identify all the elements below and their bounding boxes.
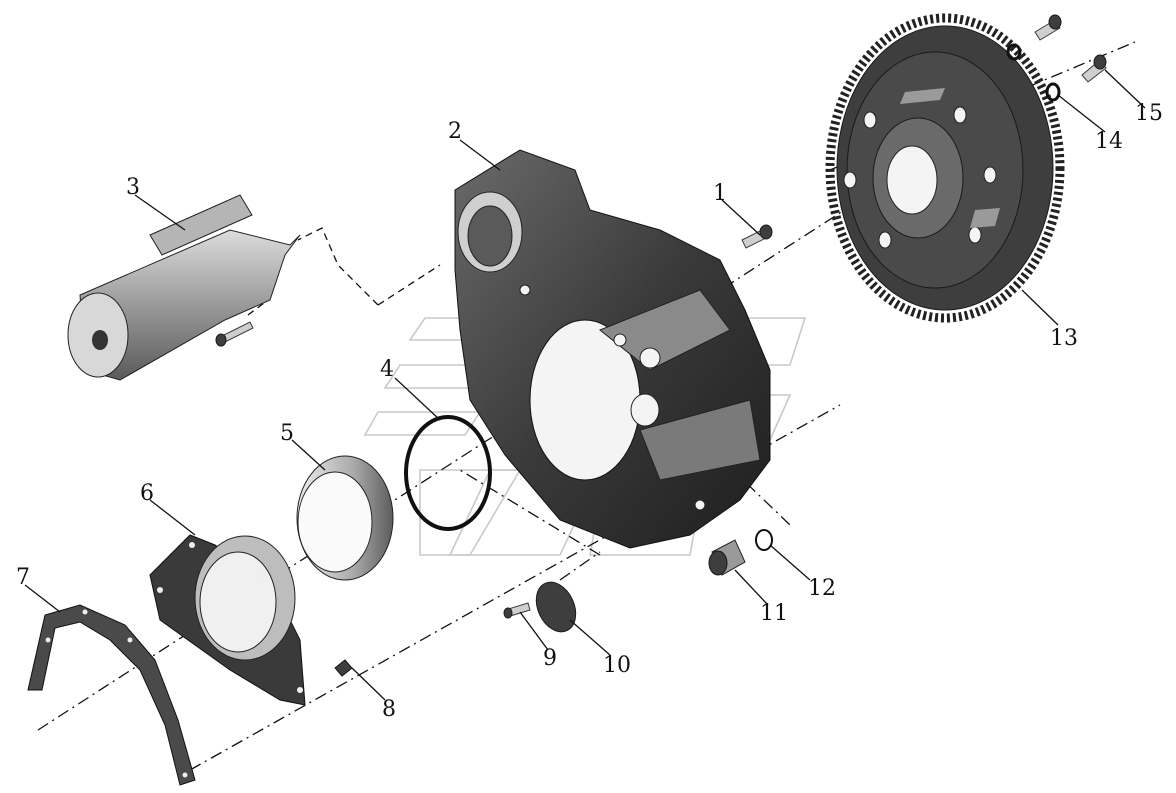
flywheel-ring-gear <box>825 13 1065 323</box>
flywheel-housing <box>454 149 771 549</box>
leader-lines <box>24 69 1146 701</box>
callout-14: 14 <box>1095 129 1123 154</box>
callout-4: 4 <box>380 357 394 382</box>
callout-6: 6 <box>140 481 154 506</box>
callout-11: 11 <box>760 601 788 626</box>
cover-plate <box>535 581 577 633</box>
callout-5: 5 <box>280 421 294 446</box>
callout-13: 13 <box>1050 326 1078 351</box>
housing-bolt <box>741 224 773 249</box>
callout-12: 12 <box>808 576 836 601</box>
seal-sleeve <box>296 455 394 581</box>
starter-bolt <box>215 321 254 347</box>
callout-10: 10 <box>603 653 631 678</box>
plug <box>708 539 746 576</box>
rear-seal-housing <box>149 534 306 706</box>
starter-motor <box>67 194 301 381</box>
callout-3: 3 <box>126 175 140 200</box>
o-ring <box>404 415 492 531</box>
callout-9: 9 <box>543 646 557 671</box>
callout-8: 8 <box>382 697 396 722</box>
cover-bolt <box>503 602 531 619</box>
callout-2: 2 <box>448 119 462 144</box>
callout-7: 7 <box>16 565 30 590</box>
gasket <box>27 604 196 786</box>
callout-labels: 1 2 3 4 5 6 7 8 9 10 11 12 13 14 15 <box>16 101 1163 722</box>
callout-15: 15 <box>1135 101 1163 126</box>
washer <box>1006 43 1061 102</box>
seal-housing-bolt <box>334 659 353 677</box>
callout-1: 1 <box>713 181 727 206</box>
flywheel-bolt <box>1034 14 1107 83</box>
sealing-ring <box>755 529 773 551</box>
